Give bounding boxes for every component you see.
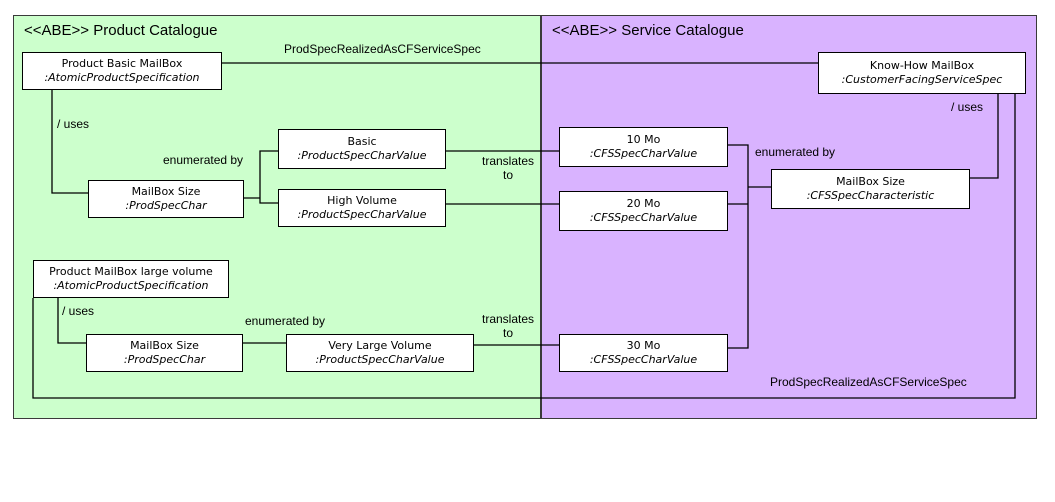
line-enumerated-1 [244,150,278,204]
node-very-large-volume: Very Large Volume :ProductSpecCharValue [286,334,474,372]
node-type: :CFSSpecCharacteristic [806,189,935,202]
node-name: Product MailBox large volume [49,265,213,279]
label-uses-1: / uses [57,117,90,131]
service-catalogue-title: <<ABE>> Service Catalogue [552,22,744,39]
line-realized-bottom [32,94,1016,399]
node-product-basic-mailbox: Product Basic MailBox :AtomicProductSpec… [22,52,222,90]
node-type: :AtomicProductSpecification [44,71,200,84]
node-name: 30 Mo [626,339,661,353]
node-type: :AtomicProductSpecification [53,279,209,292]
node-name: Very Large Volume [328,339,432,353]
label-realized-top: ProdSpecRealizedAsCFServiceSpec [284,42,481,56]
node-basic: Basic :ProductSpecCharValue [278,129,446,169]
node-high-volume: High Volume :ProductSpecCharValue [278,189,446,227]
label-translates-2: translates to [471,312,545,341]
node-name: Product Basic MailBox [61,57,183,71]
line-uses-3 [57,298,86,344]
node-mailbox-size-2: MailBox Size :ProdSpecChar [86,334,243,372]
node-10-mo: 10 Mo :CFSSpecCharValue [559,127,728,167]
node-type: :ProductSpecCharValue [297,208,427,221]
node-type: :CFSSpecCharValue [589,211,698,224]
node-name: MailBox Size [131,185,201,199]
node-mailbox-size-cfs: MailBox Size :CFSSpecCharacteristic [771,169,970,209]
label-translates-1: translates to [471,154,545,183]
line-enumerated-cfs [728,144,771,349]
node-type: :CFSSpecCharValue [589,147,698,160]
node-name: Basic [347,135,377,149]
node-type: :ProductSpecCharValue [297,149,427,162]
node-type: :ProdSpecChar [125,199,207,212]
node-type: :ProductSpecCharValue [315,353,445,366]
node-type: :ProdSpecChar [123,353,206,366]
node-30-mo: 30 Mo :CFSSpecCharValue [559,334,728,372]
node-know-how-mailbox: Know-How MailBox :CustomerFacingServiceS… [818,52,1026,94]
node-name: Know-How MailBox [869,59,975,73]
node-name: High Volume [327,194,397,208]
label-translates-2-line1: translates [481,312,535,326]
node-20-mo: 20 Mo :CFSSpecCharValue [559,191,728,231]
label-uses-2: / uses [951,100,984,114]
node-name: 10 Mo [626,133,661,147]
label-translates-2-line2: to [502,325,513,340]
node-product-mailbox-large: Product MailBox large volume :AtomicProd… [33,260,229,298]
node-type: :CustomerFacingServiceSpec [841,73,1003,86]
product-catalogue-title: <<ABE>> Product Catalogue [24,22,218,39]
label-realized-bottom: ProdSpecRealizedAsCFServiceSpec [770,375,967,389]
label-translates-1-line2: to [502,167,513,182]
label-enumerated-by-3: enumerated by [755,145,836,159]
line-uses-2 [970,94,999,179]
node-mailbox-size-1: MailBox Size :ProdSpecChar [88,180,244,218]
node-name: MailBox Size [130,339,199,353]
node-name: 20 Mo [626,197,661,211]
label-enumerated-by-1: enumerated by [163,153,244,167]
label-enumerated-by-2: enumerated by [245,314,326,328]
node-name: MailBox Size [836,175,905,189]
node-type: :CFSSpecCharValue [589,353,698,366]
label-uses-3: / uses [62,304,95,318]
label-translates-1-line1: translates [481,154,535,168]
line-uses-1 [51,90,88,194]
